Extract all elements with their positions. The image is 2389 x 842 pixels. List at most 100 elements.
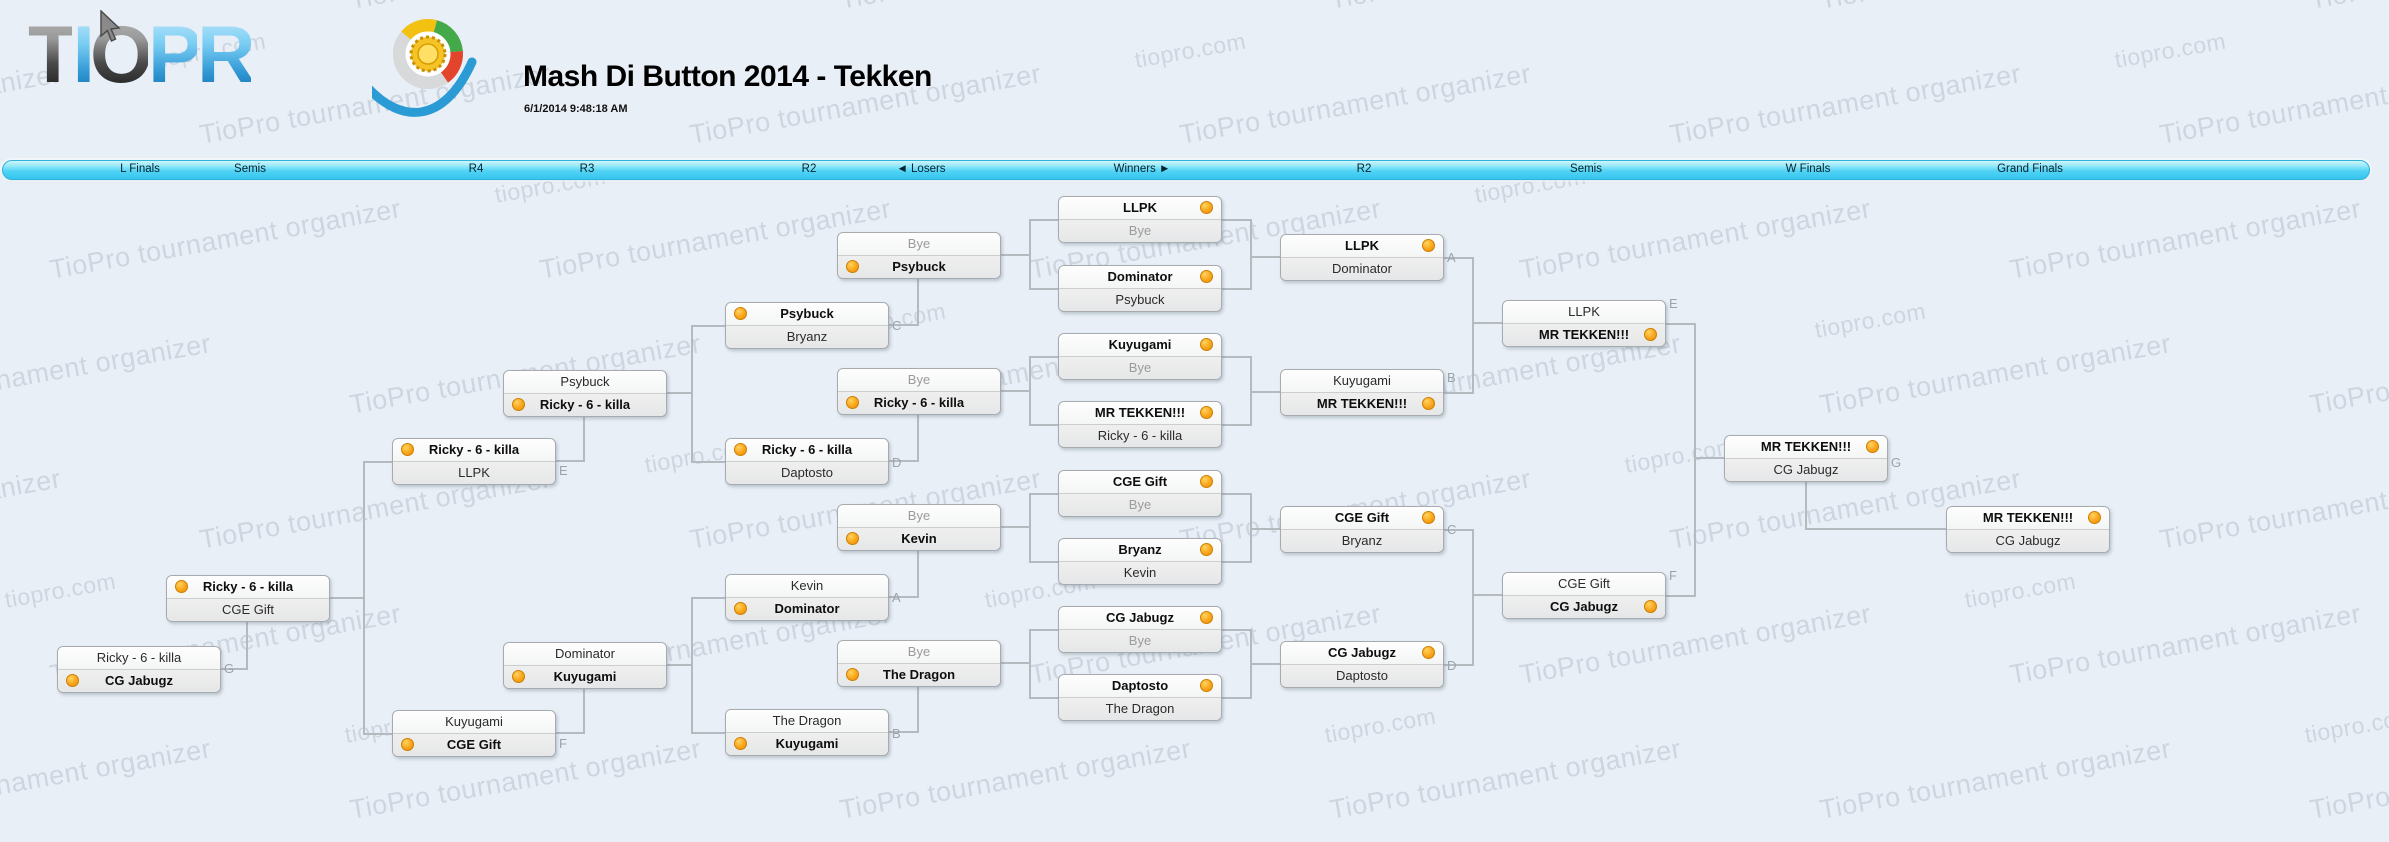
connector-line (363, 461, 394, 463)
connector-line (1664, 595, 1694, 597)
round-bar-label: ◄ Losers (896, 163, 946, 175)
round-bar-label: R3 (579, 163, 595, 175)
round-bar-label: Winners ► (1113, 163, 1171, 175)
match-box[interactable]: MR TEKKEN!!!CG Jabugz (1946, 506, 2110, 553)
player-row: The Dragon (726, 710, 888, 732)
player-row-bye: Bye (1059, 629, 1221, 652)
player-row: Psybuck (726, 303, 888, 325)
winner-dot-icon (1422, 511, 1435, 524)
logo-letter: P (148, 8, 202, 103)
tournament-timestamp: 6/1/2014 9:48:18 AM (524, 103, 628, 115)
match-letter: B (892, 726, 901, 741)
round-bar-label: Semis (1570, 163, 1602, 175)
player-name: Psybuck (780, 306, 834, 321)
player-row-bye: Bye (1059, 493, 1221, 516)
winner-dot-icon (401, 738, 414, 751)
winner-dot-icon (846, 396, 859, 409)
player-name: CG Jabugz (1328, 645, 1396, 660)
connector-line (1220, 424, 1250, 426)
match-letter: G (1891, 455, 1902, 470)
winner-dot-icon (1422, 239, 1435, 252)
player-name: Kevin (790, 578, 824, 593)
round-bar-label: Grand Finals (1997, 163, 2063, 175)
match-box[interactable]: MR TEKKEN!!!Ricky - 6 - killa (1058, 401, 1222, 448)
player-row: Daptosto (1059, 675, 1221, 697)
connector-line (1029, 493, 1058, 495)
player-row: Kevin (1059, 561, 1221, 584)
connector-line (1442, 257, 1472, 259)
match-letter: A (1447, 250, 1456, 265)
player-row: Kuyugami (726, 732, 888, 755)
connector-line (583, 416, 585, 462)
winner-dot-icon (1200, 338, 1213, 351)
player-name: Kuyugami (1108, 337, 1172, 352)
player-row: CGE Gift (1059, 471, 1221, 493)
match-box[interactable]: MR TEKKEN!!!CG Jabugz (1724, 435, 1888, 482)
player-name: Kevin (1123, 565, 1157, 580)
connector-line (887, 324, 919, 326)
connector-line (1029, 219, 1058, 221)
player-row: Kevin (726, 575, 888, 597)
winner-dot-icon (175, 580, 188, 593)
player-row: CG Jabugz (1281, 642, 1443, 664)
winner-dot-icon (1866, 440, 1879, 453)
match-letter: A (892, 590, 901, 605)
tiopro-logo-text: TIOPR (28, 8, 256, 103)
connector-line (1472, 322, 1502, 324)
player-row: Dominator (504, 643, 666, 665)
player-row: Kuyugami (1281, 370, 1443, 392)
player-name: Bye (1128, 497, 1152, 512)
player-row: Bryanz (1059, 539, 1221, 561)
winner-dot-icon (1422, 397, 1435, 410)
winner-dot-icon (1200, 201, 1213, 214)
player-row-bye: Bye (1059, 356, 1221, 379)
player-row: The Dragon (1059, 697, 1221, 720)
connector-line (1029, 629, 1058, 631)
winner-dot-icon (734, 737, 747, 750)
tiopro-logo-badge-icon (372, 19, 477, 117)
winner-dot-icon (66, 674, 79, 687)
player-name: Bye (1128, 360, 1152, 375)
player-row: Kuyugami (393, 711, 555, 733)
player-row: LLPK (1281, 235, 1443, 257)
player-row: LLPK (1503, 301, 1665, 323)
player-row: Kuyugami (1059, 334, 1221, 356)
player-row-bye: Bye (838, 369, 1000, 391)
connector-line (1029, 356, 1058, 358)
connector-line (1472, 529, 1474, 666)
player-row: Kevin (838, 527, 1000, 550)
player-row-bye: Bye (1059, 219, 1221, 242)
connector-line (1442, 664, 1472, 666)
match-letter: F (1669, 568, 1677, 583)
player-name: LLPK (458, 465, 490, 480)
player-row: Ricky - 6 - killa (726, 439, 888, 461)
